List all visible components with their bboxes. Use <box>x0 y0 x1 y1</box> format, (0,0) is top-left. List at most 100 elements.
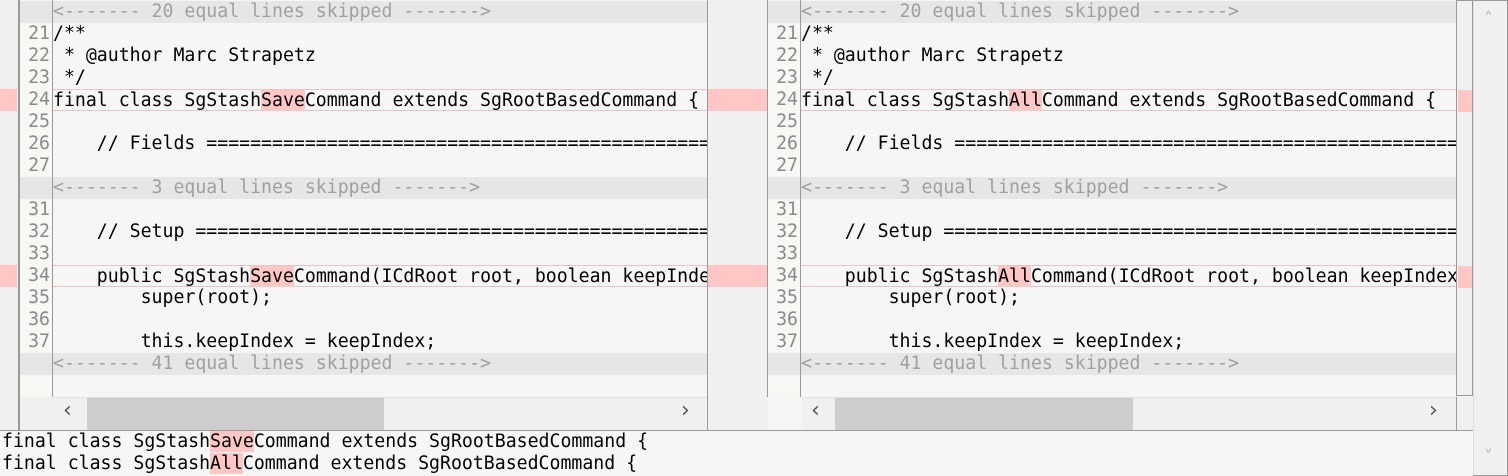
code-text: * @author Marc Strapetz <box>801 45 1064 66</box>
code-line[interactable] <box>801 199 1456 221</box>
change-marker[interactable] <box>1458 90 1472 112</box>
code-line[interactable] <box>53 199 707 221</box>
change-marker[interactable] <box>0 265 17 287</box>
skipped-lines-label: <------- 41 equal lines skipped -------> <box>53 353 491 374</box>
changed-line[interactable]: public SgStashSaveCommand(ICdRoot root, … <box>53 265 707 287</box>
left-horizontal-scrollbar[interactable]: ‹ › <box>53 397 707 430</box>
line-number: 33 <box>28 243 50 264</box>
change-marker[interactable] <box>1458 266 1472 288</box>
chevron-left-icon[interactable]: ‹ <box>811 398 820 423</box>
line-number: 33 <box>776 243 798 264</box>
chevron-down-icon[interactable]: ˅ <box>1484 447 1493 468</box>
line-number: 27 <box>776 155 798 176</box>
left-code-pane[interactable]: <------- 20 equal lines skipped ------->… <box>53 0 707 397</box>
code-line[interactable]: // Setup ===============================… <box>801 221 1456 243</box>
changed-text: All <box>1009 90 1042 111</box>
skipped-lines-marker[interactable]: <------- 20 equal lines skipped -------> <box>53 1 707 23</box>
code-line[interactable]: super(root); <box>801 287 1456 309</box>
line-number: 36 <box>776 309 798 330</box>
code-line[interactable]: this.keepIndex = keepIndex; <box>53 331 707 353</box>
code-line[interactable] <box>801 111 1456 133</box>
left-overview-strip[interactable] <box>0 0 19 430</box>
changed-text: Save <box>250 266 294 287</box>
code-line[interactable] <box>801 309 1456 331</box>
changed-line[interactable]: final class SgStashSaveCommand extends S… <box>53 89 707 111</box>
gutter-skip <box>20 177 52 199</box>
line-number: 24 <box>776 89 798 110</box>
line-number: 21 <box>776 23 798 44</box>
line-number: 32 <box>28 221 50 242</box>
code-line[interactable]: // Fields ==============================… <box>53 133 707 155</box>
line-number: 37 <box>28 331 50 352</box>
line-number: 36 <box>28 309 50 330</box>
skipped-lines-marker[interactable]: <------- 3 equal lines skipped -------> <box>53 177 707 199</box>
code-line[interactable]: * @author Marc Strapetz <box>53 45 707 67</box>
code-text: // Fields ==============================… <box>96 133 707 154</box>
code-line[interactable]: */ <box>53 67 707 89</box>
code-line[interactable] <box>53 243 707 265</box>
code-text: final class SgStash <box>801 90 1010 111</box>
changed-line[interactable]: public SgStashAllCommand(ICdRoot root, b… <box>801 265 1456 287</box>
changed-text: All <box>210 453 243 474</box>
changed-text: All <box>998 266 1031 287</box>
code-line[interactable]: super(root); <box>53 287 707 309</box>
scrollbar-thumb[interactable] <box>87 398 384 430</box>
line-number: 34 <box>28 265 50 286</box>
chevron-up-icon[interactable]: ˄ <box>1484 9 1493 30</box>
code-line[interactable]: this.keepIndex = keepIndex; <box>801 331 1456 353</box>
right-hscroll-corner <box>1456 397 1473 430</box>
code-text: super(root); <box>53 287 272 308</box>
code-text: */ <box>801 67 834 88</box>
skipped-lines-marker[interactable]: <------- 41 equal lines skipped -------> <box>801 353 1456 375</box>
code-line[interactable]: // Setup ===============================… <box>53 221 707 243</box>
skipped-lines-marker[interactable]: <------- 3 equal lines skipped -------> <box>801 177 1456 199</box>
chevron-right-icon[interactable]: › <box>681 398 690 423</box>
line-number: 24 <box>28 89 50 110</box>
left-hscroll-corner <box>19 397 53 430</box>
code-text: public SgStash <box>801 266 999 287</box>
line-number: 26 <box>28 133 50 154</box>
changed-line[interactable]: final class SgStashAllCommand extends Sg… <box>801 89 1456 111</box>
code-text: public SgStash <box>53 266 251 287</box>
code-line[interactable] <box>53 155 707 177</box>
line-number: 25 <box>776 111 798 132</box>
skipped-lines-label: <------- 3 equal lines skipped -------> <box>53 177 481 198</box>
line-number: 26 <box>776 133 798 154</box>
line-number: 22 <box>28 45 50 66</box>
code-line[interactable]: * @author Marc Strapetz <box>801 45 1456 67</box>
gutter-skip <box>768 177 800 199</box>
code-text: /** <box>53 23 86 44</box>
chevron-left-icon[interactable]: ‹ <box>63 398 72 423</box>
comparison-line: final class SgStashAllCommand extends Sg… <box>2 453 1473 475</box>
right-horizontal-scrollbar[interactable]: ‹ › <box>801 397 1456 430</box>
code-line[interactable]: /** <box>53 23 707 45</box>
code-text: this.keepIndex = keepIndex; <box>801 331 1185 352</box>
code-line[interactable]: /** <box>801 23 1456 45</box>
gutter-skip <box>768 353 800 375</box>
code-line[interactable] <box>53 309 707 331</box>
gutter-skip <box>20 1 52 23</box>
line-number: 27 <box>28 155 50 176</box>
code-line[interactable]: // Fields ==============================… <box>801 133 1456 155</box>
skipped-lines-marker[interactable]: <------- 41 equal lines skipped -------> <box>53 353 707 375</box>
gutter-skip <box>768 1 800 23</box>
right-overview-strip[interactable] <box>1456 0 1473 396</box>
line-number: 32 <box>776 221 798 242</box>
skipped-lines-marker[interactable]: <------- 20 equal lines skipped -------> <box>801 1 1456 23</box>
code-text: // Setup ===============================… <box>96 221 707 242</box>
change-marker[interactable] <box>0 89 17 111</box>
code-text: final class SgStash <box>2 453 211 474</box>
scrollbar-thumb[interactable] <box>835 398 1133 430</box>
code-text: */ <box>53 67 86 88</box>
vertical-scrollbar[interactable]: ˄ ˅ <box>1473 0 1508 476</box>
right-code-pane[interactable]: <------- 20 equal lines skipped ------->… <box>801 0 1456 397</box>
code-text: this.keepIndex = keepIndex; <box>53 331 437 352</box>
line-number: 25 <box>28 111 50 132</box>
code-line[interactable]: */ <box>801 67 1456 89</box>
code-line[interactable] <box>801 155 1456 177</box>
chevron-right-icon[interactable]: › <box>1429 398 1438 423</box>
code-line[interactable] <box>53 111 707 133</box>
code-line[interactable] <box>801 243 1456 265</box>
diff-connector-strip <box>707 0 768 430</box>
